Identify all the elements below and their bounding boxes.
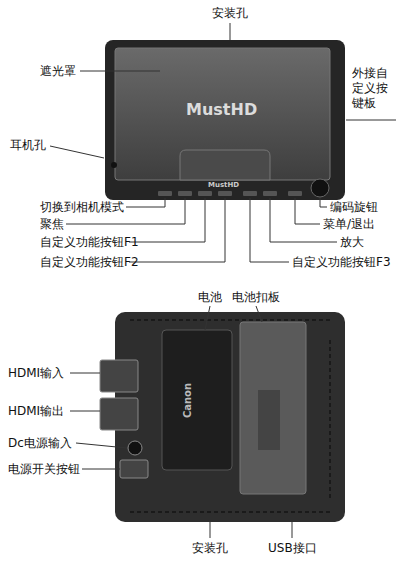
callout-label: USB接口: [268, 541, 317, 556]
sunshade: [115, 48, 330, 180]
callout-label: HDMI输入: [8, 366, 64, 381]
callout-label: 切换到相机模式: [40, 200, 124, 215]
callout-label: 电池: [198, 290, 222, 305]
callout-label: 遮光罩: [40, 64, 76, 79]
callout-label: 菜单/退出: [323, 217, 375, 232]
callout-label: 电池扣板: [232, 290, 280, 305]
hdmi-out-port: [100, 398, 138, 430]
battery-latch: [258, 390, 280, 450]
callout-label: 安装孔: [212, 6, 248, 21]
callout-label: 电源开关按钮: [8, 462, 80, 477]
callout-label: 自定义功能按钮F1: [40, 235, 139, 250]
callout-label: Dc电源输入: [8, 436, 72, 451]
callout-label: 自定义功能按钮F3: [292, 255, 391, 270]
hdmi-in-port: [100, 360, 138, 392]
callout-label: 外接自定义按键板: [352, 66, 392, 111]
callout-label: HDMI输出: [8, 404, 64, 419]
callout-label: 放大: [340, 235, 364, 250]
encoder-knob: [311, 179, 329, 197]
vents: [130, 320, 330, 512]
battery-brand: Canon: [181, 383, 194, 418]
battery-plate: [240, 322, 306, 494]
callout-label: 聚焦: [40, 217, 64, 232]
bezel-logo: MustHD: [208, 181, 239, 190]
callout-label: 安装孔: [192, 541, 228, 556]
battery: [162, 330, 232, 470]
headphone-jack: [111, 162, 117, 168]
callout-label: 耳机孔: [10, 138, 46, 153]
power-switch: [120, 460, 148, 478]
sunshade-tab: [180, 150, 270, 180]
monitor-back: [115, 312, 345, 522]
monitor-body: [105, 40, 345, 200]
leader-lines: [50, 23, 396, 538]
callout-label: 编码旋钮: [330, 200, 378, 215]
screen-logo: MustHD: [186, 100, 257, 120]
callout-label: 自定义功能按钮F2: [40, 255, 139, 270]
button-row: [158, 191, 302, 196]
dc-jack: [128, 441, 142, 455]
